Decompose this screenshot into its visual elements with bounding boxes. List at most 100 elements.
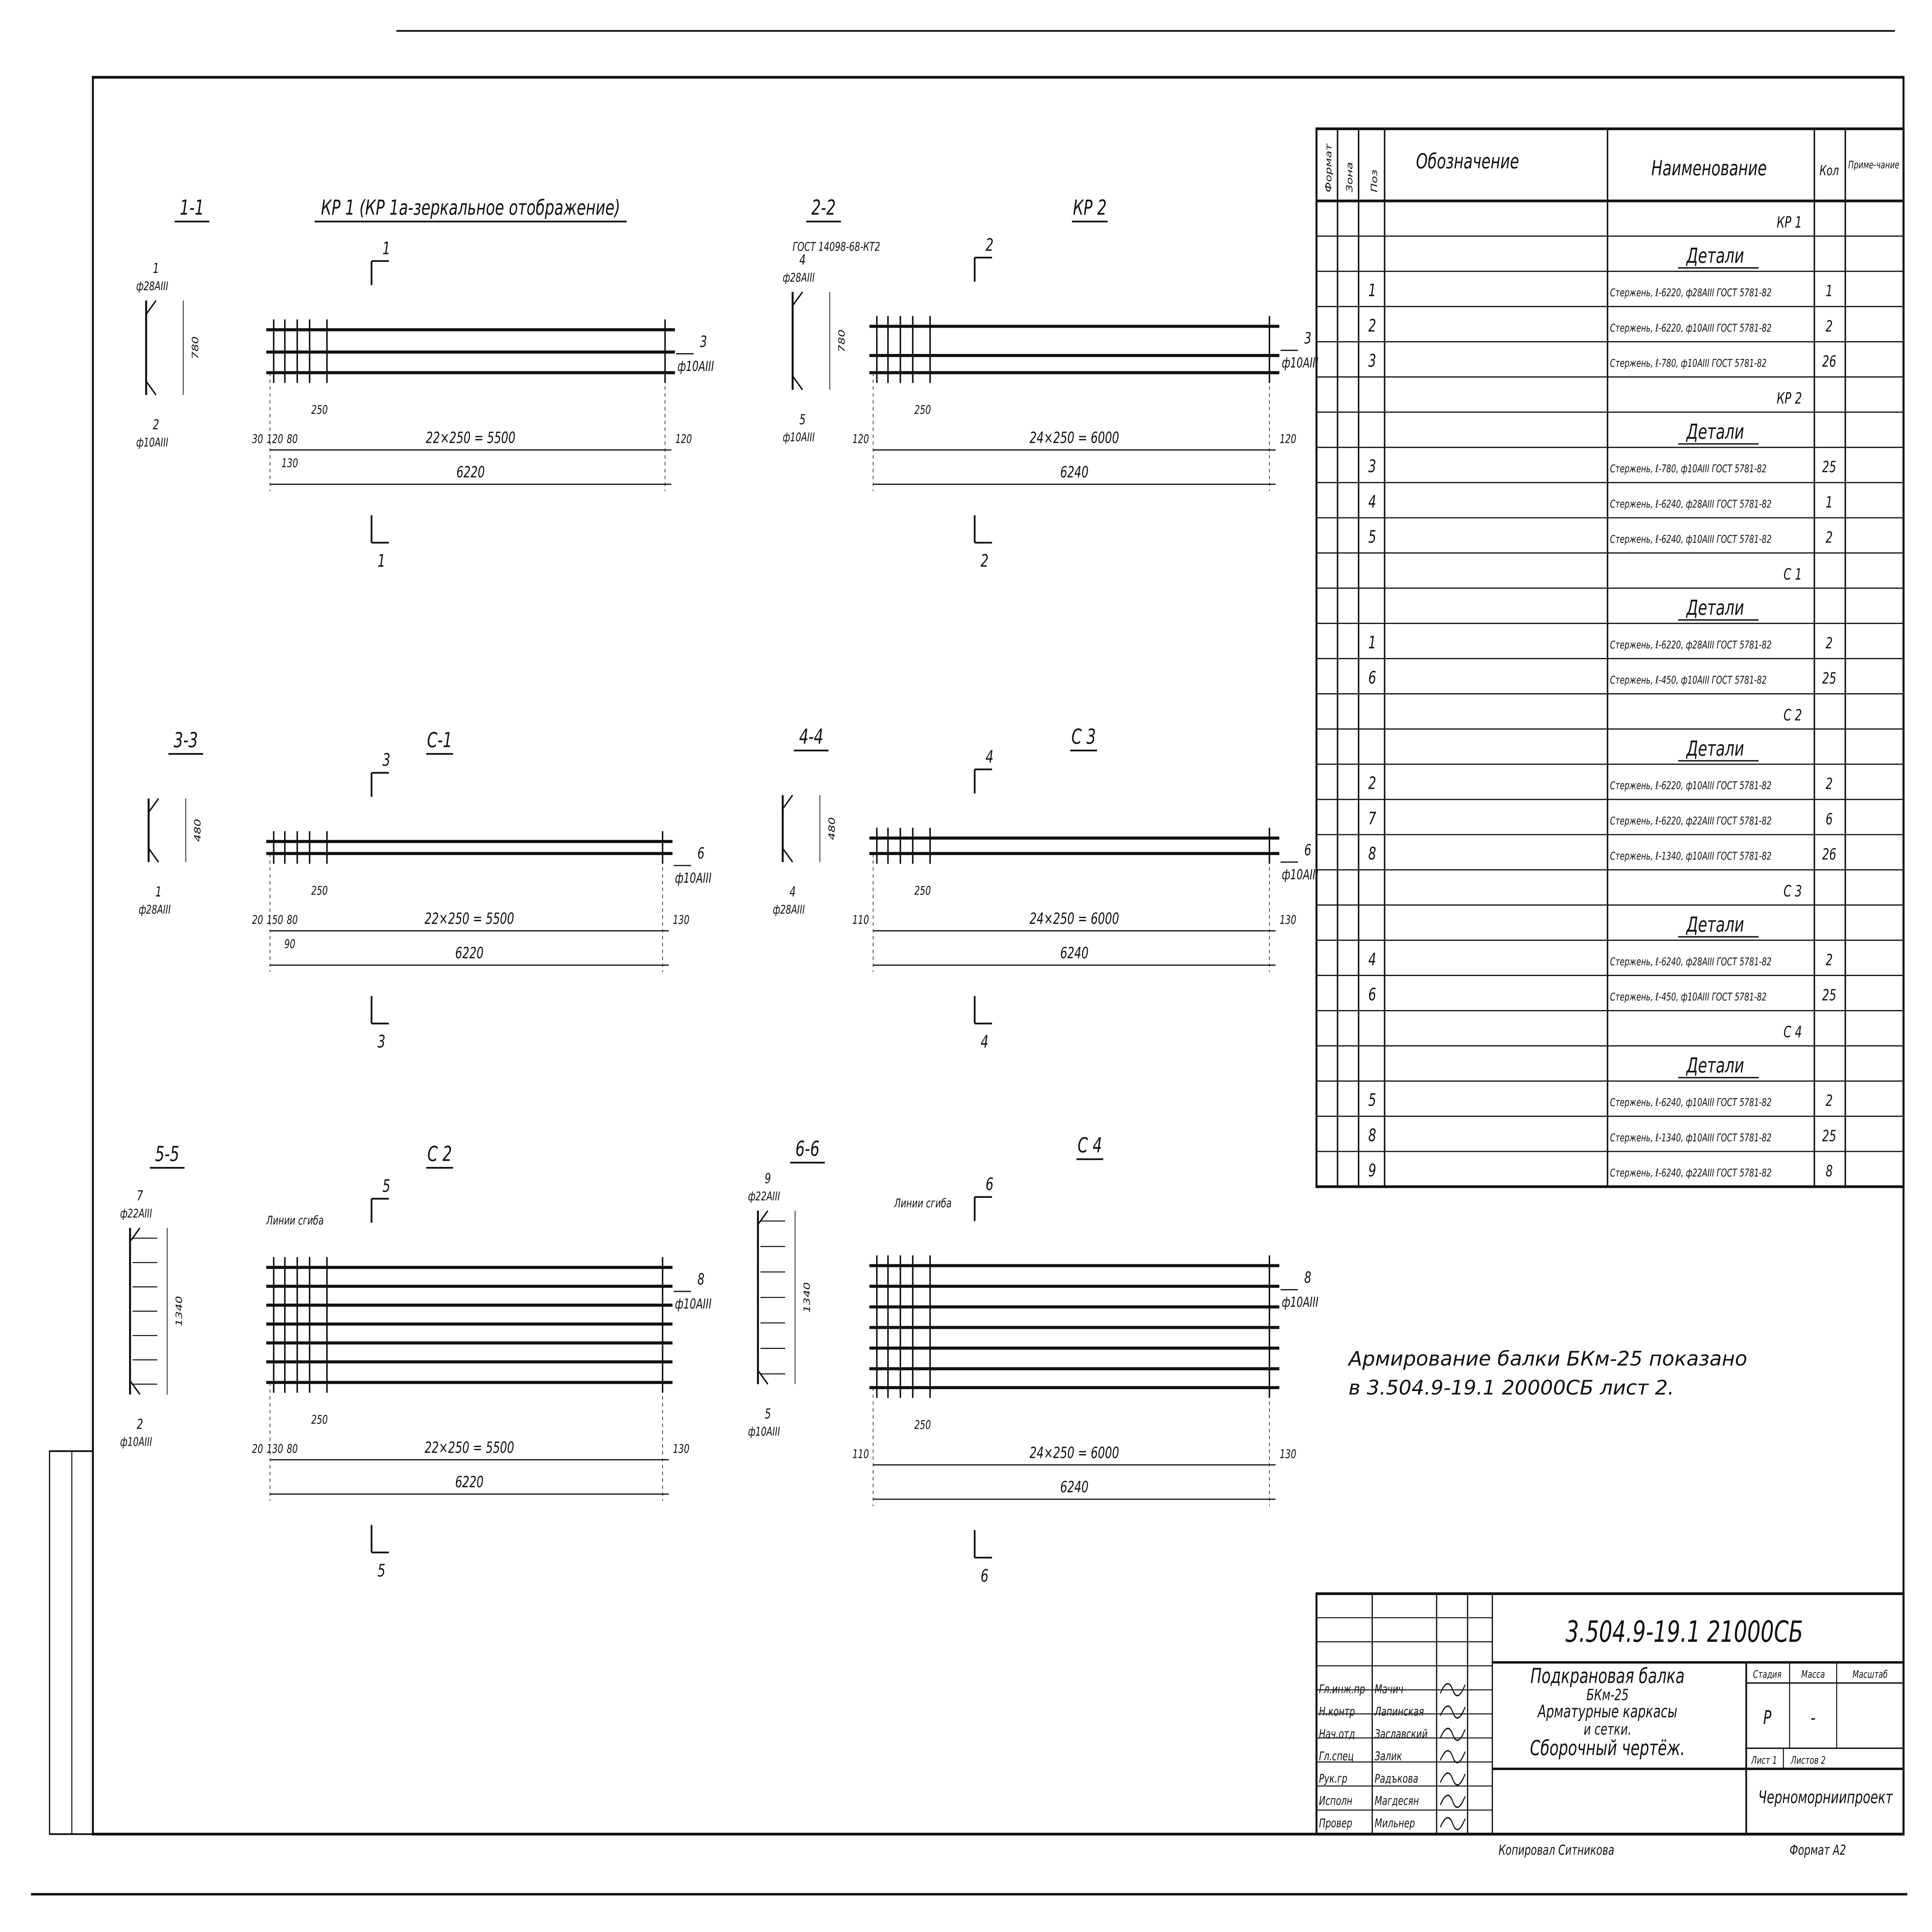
overall-dimension: 6240 — [1060, 944, 1088, 962]
signature — [1440, 1794, 1466, 1808]
bar-position-label: 3 — [700, 333, 707, 351]
spec-section-header: Детали — [1686, 1053, 1744, 1077]
section-top-spec: ф28АIII — [136, 280, 168, 294]
cut-mark-label: 3 — [378, 1032, 385, 1052]
spec-item-name: Стержень, ℓ-6240, ф10АIII ГОСТ 5781-82 — [1610, 1096, 1772, 1109]
spec-item-name: Стержень, ℓ-6220, ф22АIII ГОСТ 5781-82 — [1610, 815, 1772, 827]
sheet-frame — [31, 30, 1907, 1896]
spec-group-name: С 3 — [1784, 883, 1802, 900]
spec-position: 3 — [1368, 457, 1376, 477]
spec-quantity: 2 — [1826, 529, 1833, 547]
drawing-title-line: Сборочный чертёж. — [1530, 1736, 1685, 1760]
spec-quantity: 6 — [1826, 811, 1833, 828]
spec-position: 6 — [1368, 985, 1376, 1005]
section-label: 3-3 — [173, 728, 198, 752]
section-view-hook — [148, 798, 159, 813]
section-bottom-position: 5 — [765, 1406, 771, 1422]
spec-item-name: Стержень, ℓ-6220, ф28АIII ГОСТ 5781-82 — [1610, 286, 1772, 299]
section-view-hook — [129, 1380, 141, 1395]
end-dimension: 80 — [287, 1442, 298, 1456]
spec-row: Стержень, ℓ-6220, ф22АIII ГОСТ 5781-82 7 6 — [1368, 809, 1833, 829]
end-dimension-right: 120 — [1280, 432, 1296, 446]
section-label: 2-2 — [811, 196, 836, 219]
spec-item-name: Стержень, ℓ-6220, ф10АIII ГОСТ 5781-82 — [1610, 779, 1772, 792]
staff-name: Мачич — [1375, 1683, 1403, 1697]
spec-item-name: Стержень, ℓ-6240, ф28АIII ГОСТ 5781-82 — [1610, 956, 1772, 968]
spec-position: 4 — [1368, 950, 1376, 970]
section-top-position: 4 — [799, 252, 806, 268]
bar-position-label: 8 — [697, 1271, 704, 1289]
cut-mark-label: 6 — [986, 1175, 993, 1195]
copied-by: Копировал Ситникова — [1498, 1842, 1614, 1858]
end-dimension: 110 — [852, 913, 869, 927]
spec-group-name: С 1 — [1784, 566, 1802, 583]
drawing-title: С 3 — [1071, 724, 1096, 748]
spec-item-name: Стержень, ℓ-780, ф10АIII ГОСТ 5781-82 — [1610, 357, 1767, 369]
spec-quantity: 2 — [1826, 1092, 1833, 1110]
spec-quantity: 26 — [1822, 846, 1837, 864]
drawings-area: КР 1 (КР 1а-зеркальное отображение)1-13ф… — [120, 196, 1318, 1586]
end-dimension: 20 — [252, 1442, 263, 1456]
cut-mark-label: 2 — [981, 551, 988, 571]
spec-row: Детали — [1678, 420, 1759, 445]
cut-mark-label: 4 — [986, 747, 993, 767]
note-line-1: Армирование балки БКм-25 показано — [1349, 1347, 1747, 1371]
spec-group-name: С 4 — [1784, 1024, 1802, 1041]
spec-quantity: 25 — [1822, 1128, 1837, 1145]
spec-quantity: 25 — [1822, 986, 1837, 1004]
step-dimension: 250 — [914, 884, 931, 898]
section-label: 4-4 — [799, 724, 823, 748]
section-bottom-position: 4 — [789, 884, 796, 900]
spec-row: С 3 — [1784, 883, 1802, 900]
cut-mark-label: 3 — [383, 750, 390, 770]
spec-position: 1 — [1368, 281, 1376, 301]
end-dimension: 80 — [287, 432, 298, 446]
spec-group-name: С 2 — [1784, 707, 1802, 724]
spec-quantity: 1 — [1826, 282, 1833, 300]
section-view-height: 780 — [190, 336, 201, 359]
section-view-hook — [148, 847, 159, 863]
spec-row: Стержень, ℓ-6220, ф28АIII ГОСТ 5781-82 1 1 — [1368, 281, 1833, 301]
section-view-hook — [129, 1227, 141, 1242]
spec-position: 4 — [1368, 492, 1376, 512]
spec-item-name: Стержень, ℓ-6220, ф28АIII ГОСТ 5781-82 — [1610, 639, 1772, 651]
spec-position: 2 — [1368, 316, 1376, 336]
section-bottom-spec: ф10АIII — [748, 1425, 780, 1439]
spec-row: КР 2 — [1777, 390, 1802, 408]
signature — [1440, 1772, 1466, 1786]
spacing-dimension: 22×250 = 5500 — [425, 1439, 514, 1457]
end-dimension: 80 — [287, 913, 298, 927]
section-bottom-position: 2 — [137, 1417, 143, 1432]
spec-position: 1 — [1368, 633, 1376, 653]
drawing-title: С 2 — [427, 1142, 452, 1166]
spec-position: 7 — [1368, 809, 1376, 829]
end-dimension-right: 130 — [1280, 1447, 1296, 1461]
scale-label: Масштаб — [1852, 1668, 1888, 1680]
spec-row: КР 1 — [1777, 214, 1802, 231]
section-top-spec: ф22АIII — [748, 1190, 780, 1204]
sub-dimension: 90 — [284, 937, 296, 951]
staff-name: Магдесян — [1375, 1794, 1419, 1808]
section-bottom-position: 2 — [153, 417, 159, 433]
section-view-hook — [782, 794, 793, 810]
signature — [1440, 1817, 1466, 1830]
end-dimension: 20 — [252, 913, 263, 927]
end-dimension-right: 130 — [673, 913, 689, 927]
spacing-dimension: 22×250 = 5500 — [425, 910, 514, 928]
cut-mark-label: 4 — [981, 1032, 988, 1052]
spec-item-name: Стержень, ℓ-1340, ф10АIII ГОСТ 5781-82 — [1610, 850, 1772, 862]
section-view-hook — [146, 300, 156, 315]
spec-section-header: Детали — [1686, 913, 1744, 937]
drawing-title-line: и сетки. — [1583, 1721, 1631, 1738]
end-dimension: 120 — [852, 432, 869, 446]
